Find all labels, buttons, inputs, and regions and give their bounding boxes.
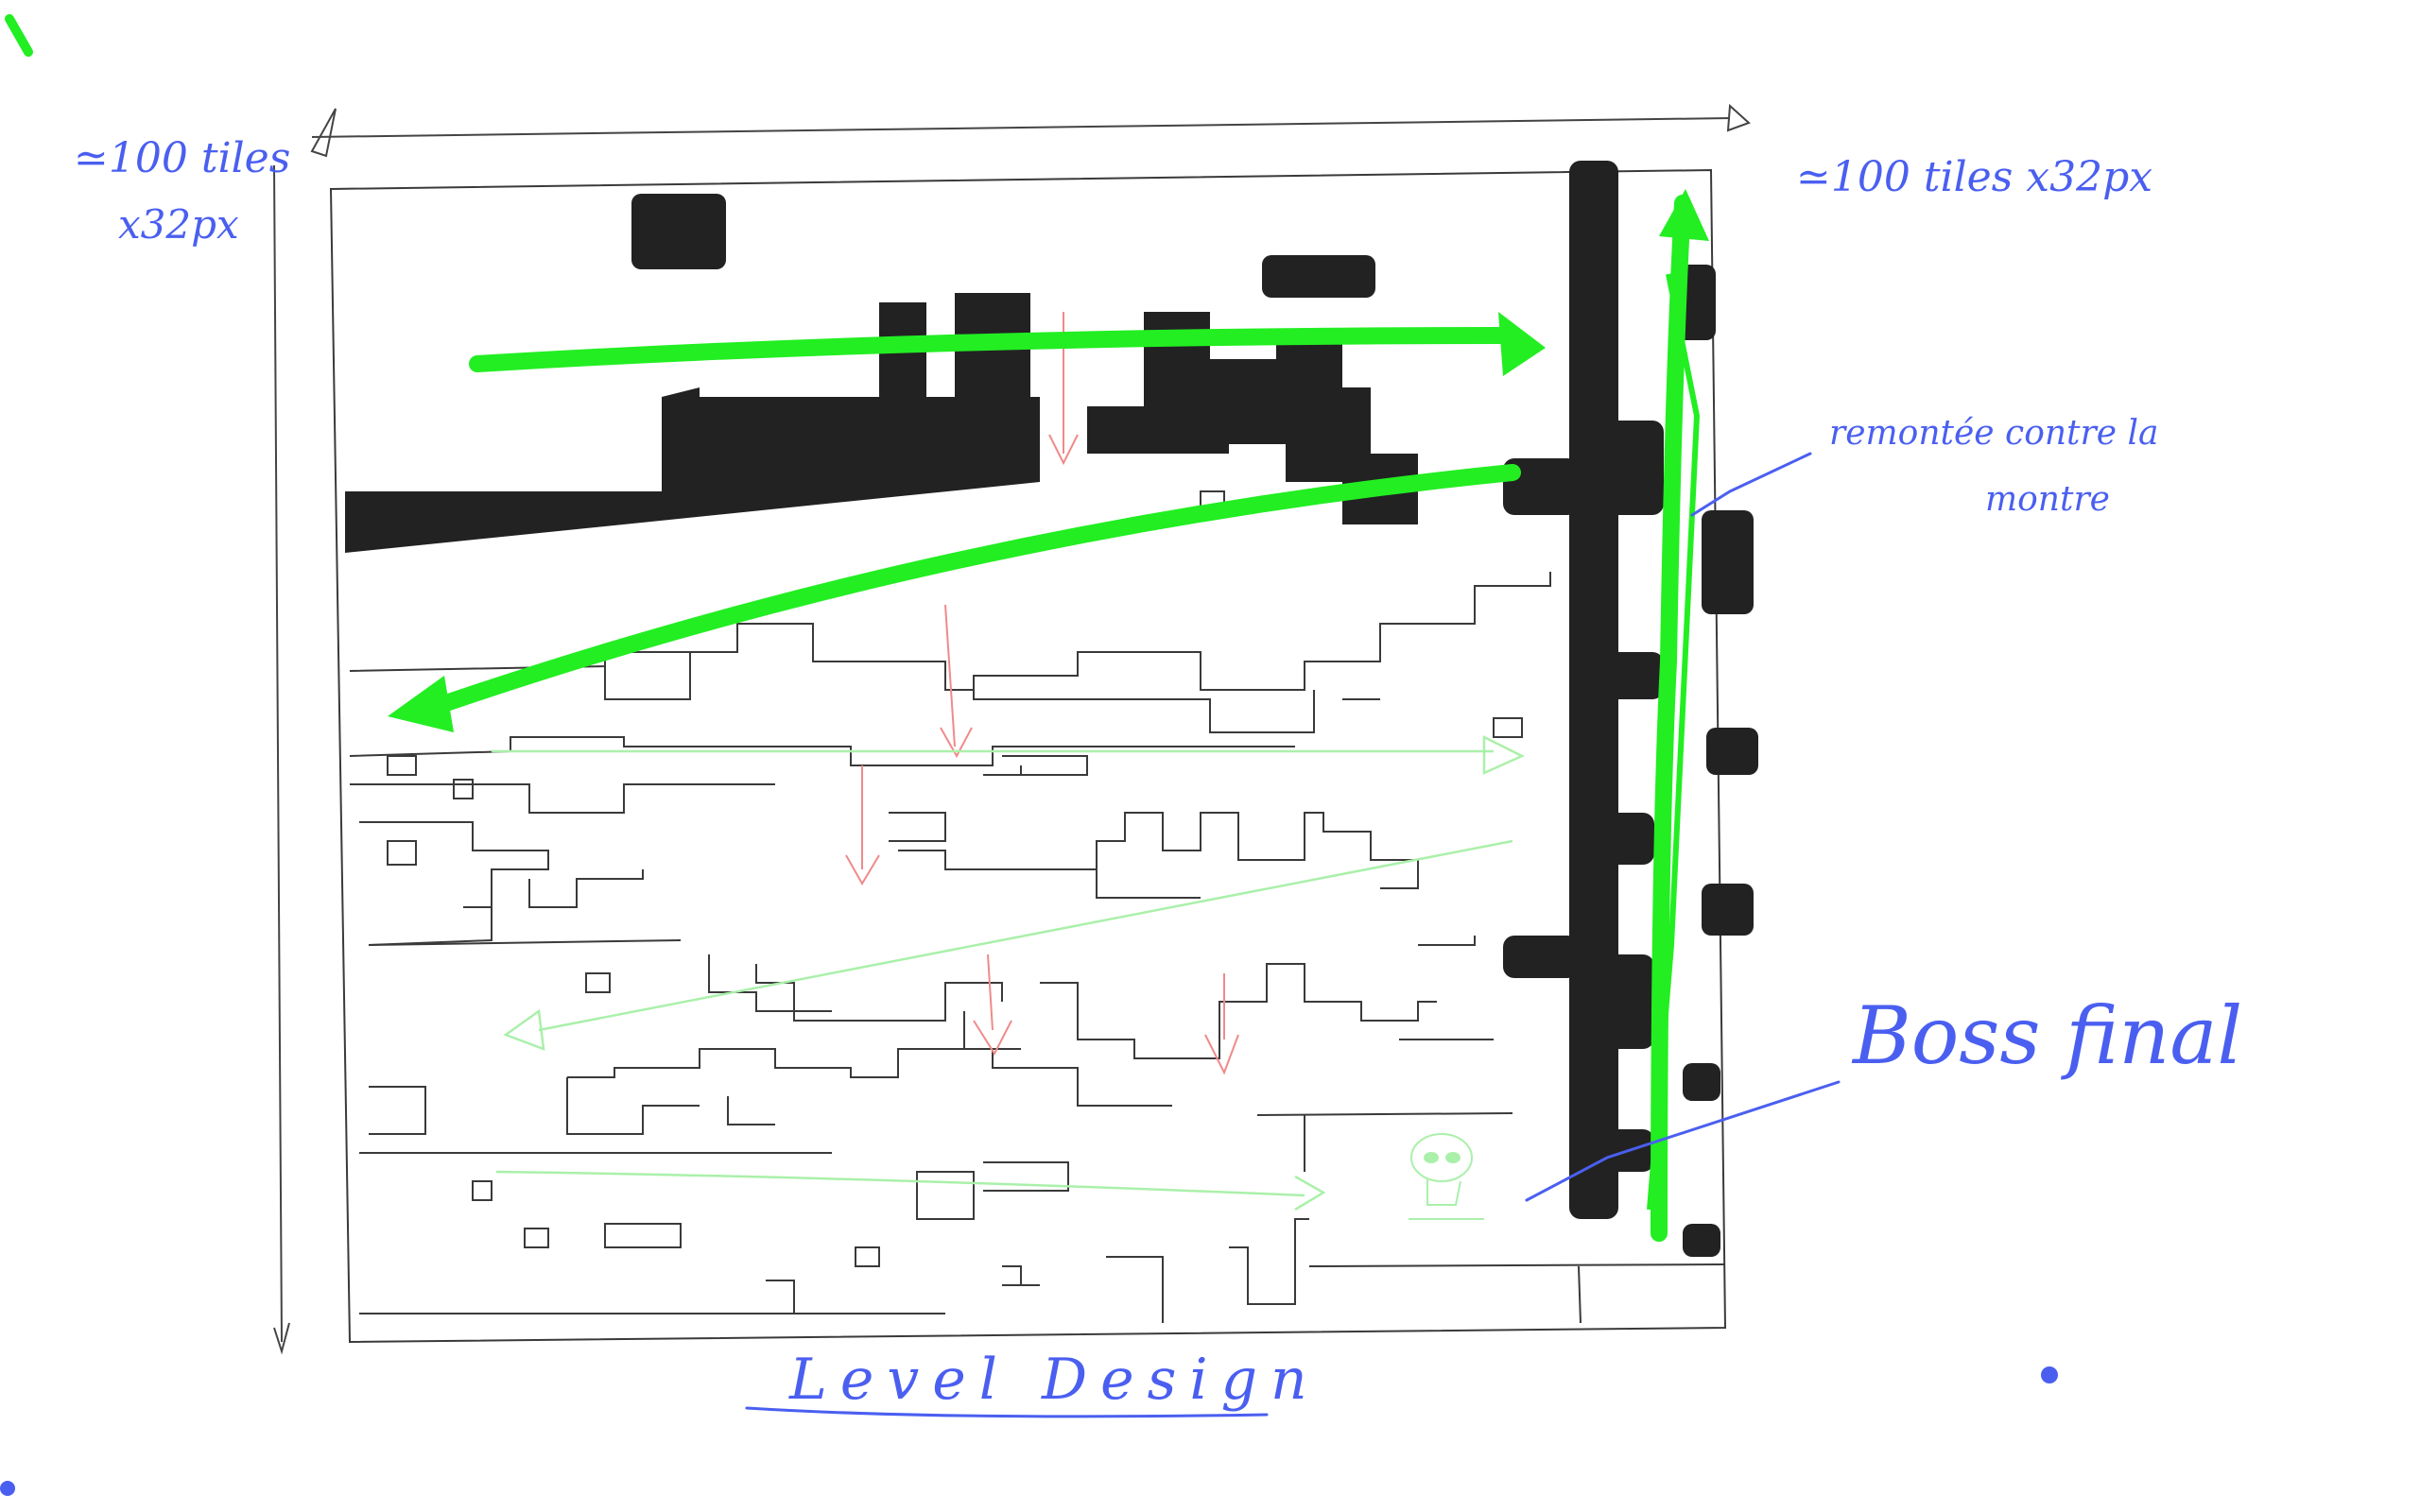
fall-arrows <box>845 312 1239 1075</box>
route-side-trace <box>1647 273 1701 1211</box>
floating-block <box>1262 255 1375 298</box>
climb-note: remontée contre la <box>1829 414 2158 453</box>
arrowhead-right <box>1498 312 1546 376</box>
height-dimension-arrow <box>273 164 290 1355</box>
annotation-leaders <box>745 452 1841 1418</box>
solid-terrain <box>345 161 1758 1257</box>
boss-label: Boss final <box>1851 989 2242 1082</box>
terrain-sketch <box>349 490 1551 1323</box>
height-label: ≃100 tiles x32px <box>1796 153 2152 201</box>
stray-green-mark <box>5 14 33 57</box>
stray-dot <box>2041 1366 2058 1383</box>
floating-block <box>631 194 726 269</box>
path-hints <box>492 734 1525 1211</box>
arrowhead-left <box>388 676 454 732</box>
climb-note-cont: montre <box>1985 480 2110 519</box>
main-route <box>407 195 1691 1242</box>
width-label: ≃100 tiles <box>74 134 290 182</box>
alien-head-icon <box>1409 1133 1484 1220</box>
arrowhead-up <box>1659 189 1709 241</box>
stray-dot <box>0 1481 15 1496</box>
level-frame <box>329 168 1727 1344</box>
page-title: Level Design <box>788 1347 1321 1413</box>
route-arrowheads <box>388 189 1709 732</box>
width-dimension-arrow <box>310 103 1751 158</box>
width-label-unit: x32px <box>118 201 239 248</box>
